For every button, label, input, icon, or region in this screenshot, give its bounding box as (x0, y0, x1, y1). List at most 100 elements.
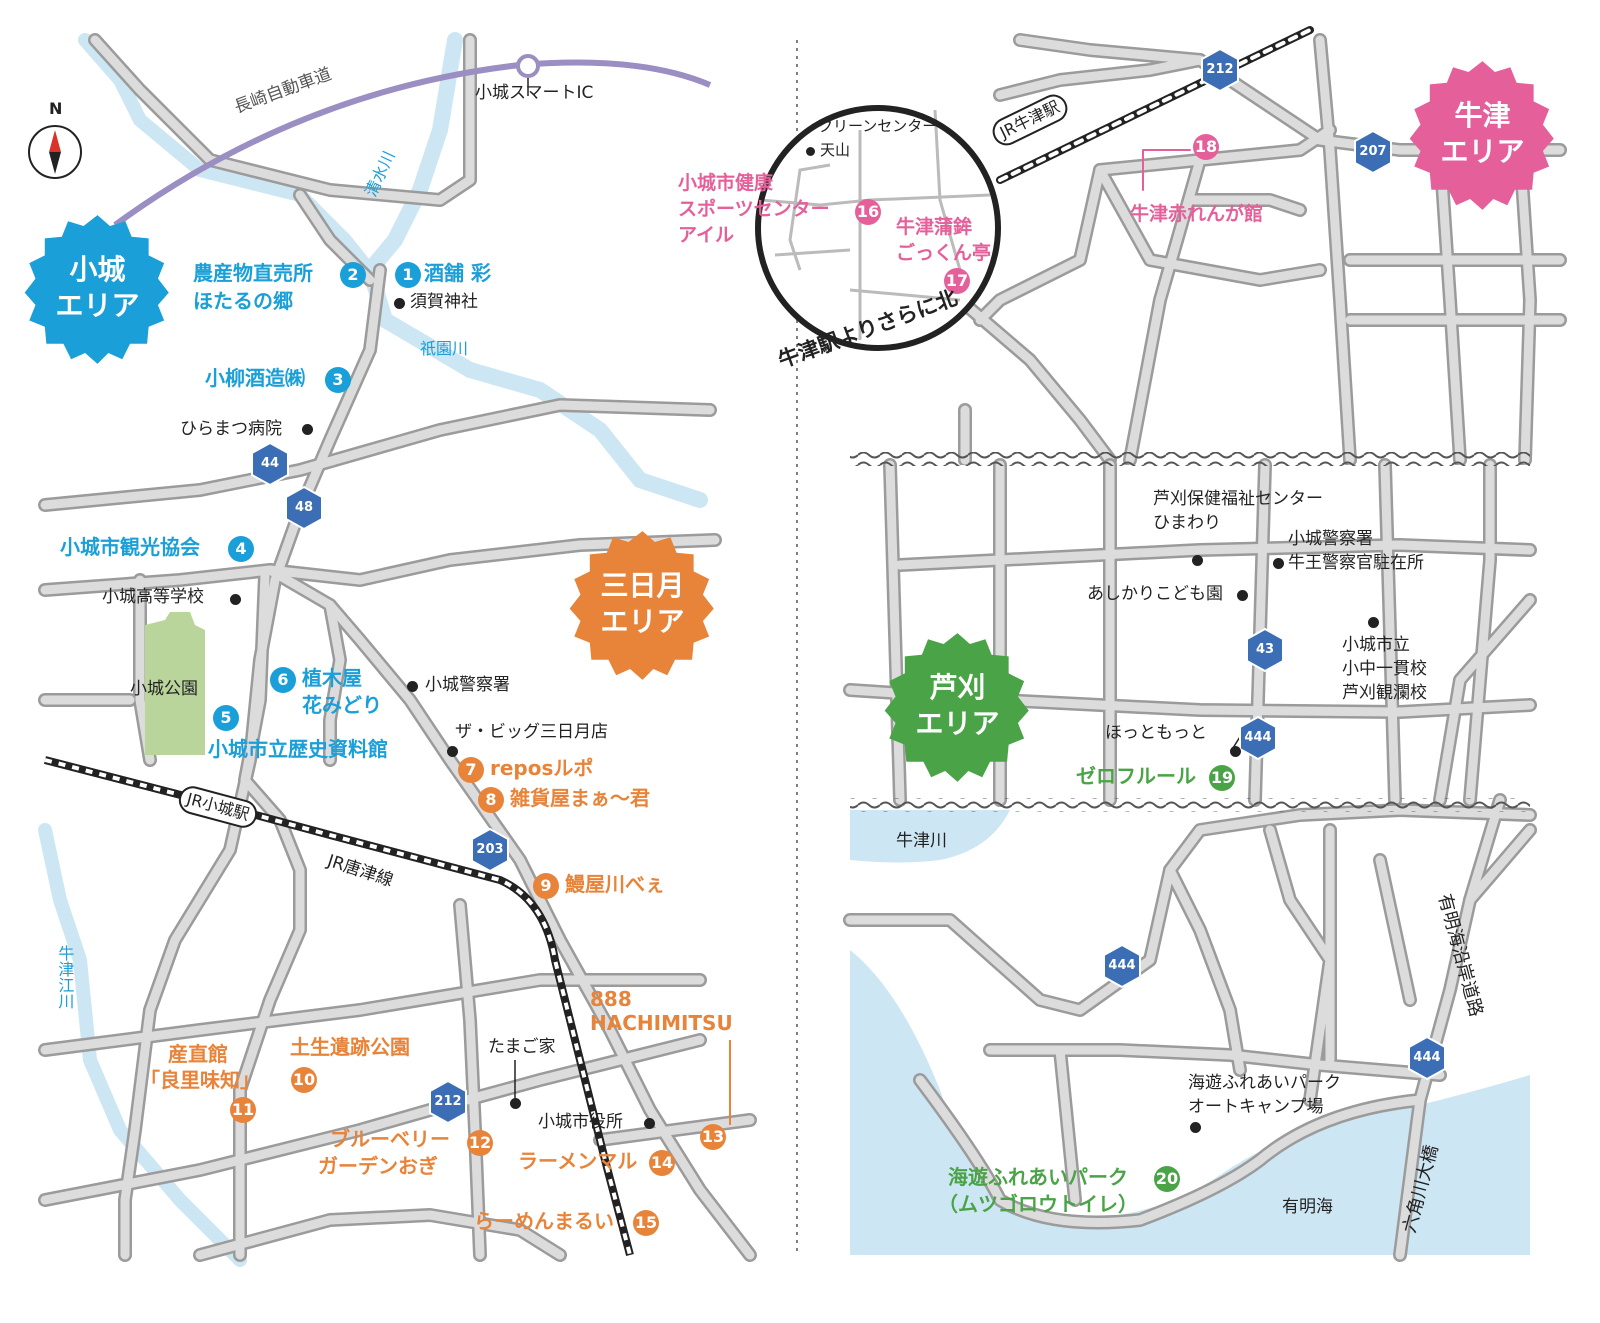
north-inset (755, 105, 1001, 351)
area-badge-ashikari: 芦刈 エリア (880, 630, 1035, 785)
spot-13-name1[interactable]: 888 (590, 987, 632, 1011)
route-shield-212-ushizu: 212 (1200, 48, 1240, 92)
spot-1-marker[interactable]: 1 (395, 262, 421, 288)
spot-4-name[interactable]: 小城市観光協会 (60, 535, 200, 559)
cityhall-dot (644, 1118, 655, 1129)
spot-16-marker[interactable]: 16 (855, 199, 881, 225)
nagasaki-expressway (113, 59, 712, 228)
spot-12-marker[interactable]: 12 (467, 1130, 493, 1156)
area-mikazuki-line1: 三日月 (600, 569, 685, 602)
spot-10-marker[interactable]: 10 (291, 1067, 317, 1093)
area-ojo-line2: エリア (55, 289, 140, 322)
spot-13-name2[interactable]: HACHIMITSU (590, 1011, 733, 1035)
suga-label: 須賀神社 (410, 292, 478, 312)
route-shield-444-c: 444 (1407, 1036, 1447, 1080)
school-label-3: 芦刈観瀾校 (1342, 683, 1427, 703)
ushizu-river (850, 810, 1010, 863)
spot-17-name1[interactable]: 牛津蒲鉾 (896, 216, 973, 238)
hoken-label-1: 芦刈保健福祉センター (1153, 489, 1323, 509)
hotto-dot (1230, 746, 1241, 757)
spot-14-marker[interactable]: 14 (649, 1150, 675, 1176)
area-badge-ushizu: 牛津 エリア (1405, 58, 1560, 213)
spot-1-name[interactable]: 酒舗 彩 (424, 261, 491, 285)
spot-2-marker[interactable]: 2 (340, 262, 366, 288)
ojo-police-label: 小城警察署 (425, 675, 510, 695)
spot-5-name[interactable]: 小城市立歴史資料館 (208, 737, 388, 761)
tenzan-label: 天山 (820, 141, 851, 159)
tamago-dot (510, 1098, 521, 1109)
school-dot (1368, 617, 1379, 628)
spot-13-marker[interactable]: 13 (700, 1124, 726, 1150)
route-shield-444-b: 444 (1102, 944, 1142, 988)
area-badge-ojo: 小城 エリア (20, 212, 175, 367)
ojo-smart-ic-label: 小城スマートIC (475, 83, 594, 103)
north-label: N (49, 99, 63, 118)
spot-5-marker[interactable]: 5 (213, 705, 239, 731)
spot-9-marker[interactable]: 9 (533, 873, 559, 899)
spot-18-marker[interactable]: 18 (1193, 134, 1219, 160)
spot-15-name[interactable]: らーめんまるい (474, 1209, 614, 1233)
route-shield-444-a: 444 (1238, 716, 1278, 760)
spot-19-marker[interactable]: 19 (1209, 765, 1235, 791)
spot-6-name1[interactable]: 植木屋 (302, 666, 362, 690)
spot-15-marker[interactable]: 15 (633, 1210, 659, 1236)
hotto-label: ほっともっと (1105, 723, 1207, 743)
spot-3-marker[interactable]: 3 (325, 367, 351, 393)
spot-17-marker[interactable]: 17 (944, 268, 970, 294)
compass: N (25, 99, 85, 180)
spot-20-marker[interactable]: 20 (1154, 1166, 1180, 1192)
ushizu-river-label: 牛津川 (896, 831, 947, 851)
spot-7-name[interactable]: reposルポ (490, 756, 594, 780)
tenzan-dot (806, 147, 815, 156)
camp-dot (1190, 1122, 1201, 1133)
area-mikazuki-line2: エリア (600, 605, 685, 638)
ariake-sea (850, 950, 1530, 1255)
spot-12-name2[interactable]: ガーデンおぎ (318, 1154, 438, 1178)
spot-11-name2[interactable]: 「良里味知」 (140, 1068, 260, 1092)
spot-2-name2[interactable]: ほたるの郷 (193, 289, 293, 313)
spot-20-name1[interactable]: 海遊ふれあいパーク (948, 1165, 1128, 1189)
spot-19-name[interactable]: ゼロフルール (1076, 764, 1196, 788)
kodomo-dot (1237, 590, 1248, 601)
area-ashikari-line2: エリア (915, 707, 1000, 740)
spot-7-marker[interactable]: 7 (458, 757, 484, 783)
police2-label-1: 小城警察署 (1288, 529, 1373, 549)
ojo-hs-dot (230, 594, 241, 605)
right-top-map (953, 26, 1567, 467)
spot-16-name2[interactable]: スポーツセンター (678, 198, 830, 220)
camp-label-2: オートキャンプ場 (1188, 1097, 1324, 1117)
left-map (38, 32, 757, 1267)
spot-11-marker[interactable]: 11 (230, 1097, 256, 1123)
spot-6-marker[interactable]: 6 (270, 667, 296, 693)
school-label-1: 小城市立 (1342, 635, 1410, 655)
route-shield-212-ojo: 212 (428, 1080, 468, 1124)
spot-17-name2[interactable]: ごっくん亭 (896, 242, 992, 264)
ojo-park-area (145, 612, 205, 755)
spot-8-name[interactable]: 雑貨屋まぁ～君 (510, 786, 650, 810)
route-shield-43: 43 (1245, 628, 1285, 672)
ojo-police-dot (407, 681, 418, 692)
clean-center-label: クリーンセンター (818, 117, 938, 135)
spot-11-name1[interactable]: 産直館 (168, 1042, 228, 1066)
spot-20-name2[interactable]: （ムツゴロウトイレ） (938, 1192, 1138, 1216)
hoken-label-2: ひまわり (1153, 513, 1221, 533)
ariake-label: 有明海 (1282, 1197, 1333, 1217)
spot-18-name[interactable]: 牛津赤れんが館 (1130, 203, 1264, 225)
spot-16-name1[interactable]: 小城市健康 (678, 172, 774, 194)
spot-16-name3[interactable]: アイル (678, 224, 735, 246)
big-label: ザ・ビッグ三日月店 (455, 722, 608, 742)
spot-3-name[interactable]: 小柳酒造㈱ (205, 366, 305, 390)
spot-10-name[interactable]: 土生遺跡公園 (290, 1035, 410, 1059)
area-ashikari-line1: 芦刈 (929, 671, 986, 704)
spot-12-name1[interactable]: ブルーベリー (330, 1127, 450, 1151)
spot-9-name[interactable]: 鰻屋川べぇ (565, 872, 665, 896)
ojo-park-label: 小城公園 (130, 679, 198, 699)
spot-6-name2[interactable]: 花みどり (302, 693, 382, 717)
spot-14-name[interactable]: ラーメンマル (518, 1149, 638, 1173)
spot-4-marker[interactable]: 4 (228, 536, 254, 562)
spot-8-marker[interactable]: 8 (478, 787, 504, 813)
hiramatsu-dot (302, 424, 313, 435)
spot-2-name1[interactable]: 農産物直売所 (193, 261, 313, 285)
area-badge-mikazuki: 三日月 エリア (565, 528, 720, 683)
kodomo-label: あしかりこども園 (1087, 584, 1223, 604)
